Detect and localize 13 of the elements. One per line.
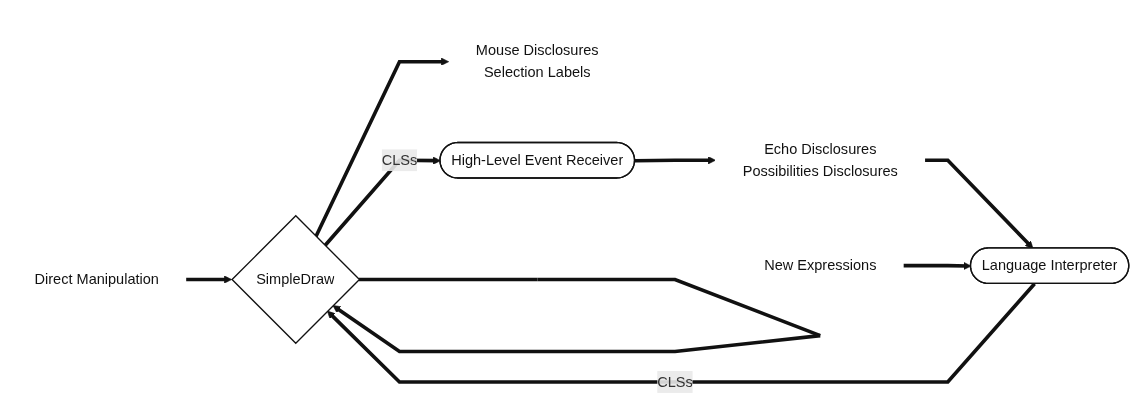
arrow (634, 156, 716, 165)
edge-label: CLSs (657, 374, 693, 390)
arrow (332, 278, 821, 354)
arrow (925, 158, 1034, 250)
node-text: Echo Disclosures Possibilities Disclosures (742, 141, 898, 179)
arrow (314, 58, 449, 238)
arrow (327, 283, 1036, 385)
arrow (186, 275, 232, 284)
edge-label: CLSs (381, 152, 418, 168)
node-text: Mouse Disclosures Selection Labels (475, 43, 599, 81)
node-text: Direct Manipulation (34, 271, 159, 288)
node-text: New Expressions (764, 257, 877, 274)
node-diamond: SimpleDraw (231, 215, 361, 345)
